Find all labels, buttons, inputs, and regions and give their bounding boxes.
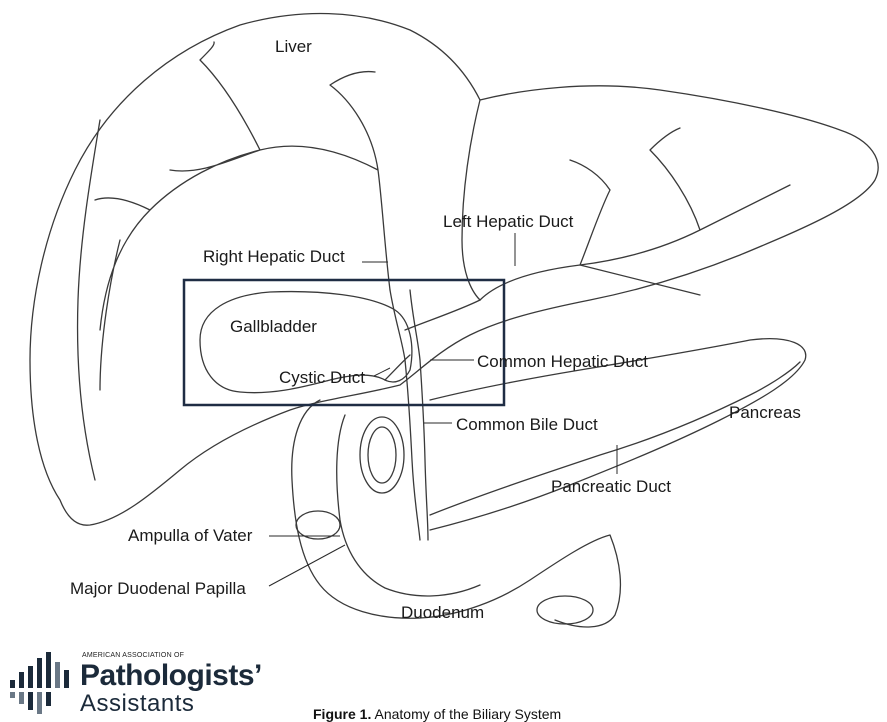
hepatic-confluence (405, 300, 480, 330)
right-hepatic-branches (95, 42, 390, 390)
duodenum-lumen-inner (368, 427, 396, 483)
label-ampulla-of-vater: Ampulla of Vater (128, 527, 252, 544)
label-common-bile-duct: Common Bile Duct (456, 416, 598, 433)
label-cystic-duct: Cystic Duct (279, 369, 365, 386)
label-pancreatic-duct: Pancreatic Duct (551, 478, 671, 495)
leader-cystic-duct (374, 368, 390, 376)
leader-major-duodenal-papilla (269, 545, 345, 586)
label-pancreas: Pancreas (729, 404, 801, 421)
aapa-logo: AMERICAN ASSOCIATION OF Pathologists’ As… (10, 652, 280, 718)
duodenum-inner (337, 415, 480, 596)
label-left-hepatic-duct: Left Hepatic Duct (443, 213, 573, 230)
label-gallbladder: Gallbladder (230, 318, 317, 335)
duodenum-lumen (360, 417, 404, 493)
label-liver: Liver (275, 38, 312, 55)
label-duodenum: Duodenum (401, 604, 484, 621)
logo-top-line: AMERICAN ASSOCIATION OF (82, 652, 184, 659)
label-major-duodenal-papilla: Major Duodenal Papilla (70, 580, 246, 597)
label-right-hepatic-duct: Right Hepatic Duct (203, 248, 345, 265)
caption-bold: Figure 1. (313, 706, 371, 722)
logo-bars-icon (10, 652, 76, 718)
duodenum-cut-end-small (296, 511, 340, 539)
label-common-hepatic-duct: Common Hepatic Duct (477, 353, 648, 370)
liver-lobe-inner (78, 120, 100, 480)
duodenum-cut-end (537, 596, 593, 624)
logo-main-line: Pathologists’ (80, 659, 262, 693)
figure-caption: Figure 1. Anatomy of the Biliary System (313, 706, 561, 722)
caption-text: Anatomy of the Biliary System (371, 706, 561, 722)
liver-lobe-division (462, 100, 480, 300)
common-bile-duct-path (390, 290, 428, 540)
liver-outline (30, 14, 878, 526)
logo-sub-line: Assistants (80, 690, 194, 718)
